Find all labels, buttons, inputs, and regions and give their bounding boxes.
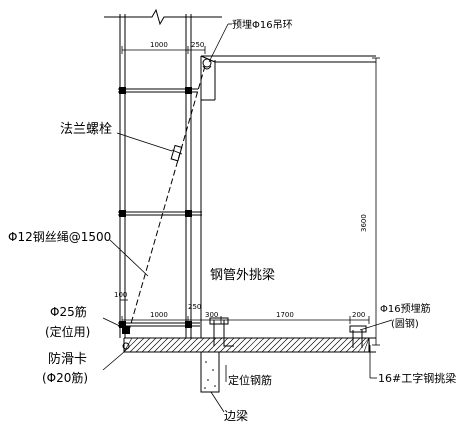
hatch-line [333, 337, 349, 353]
scaffold-outer-pole [119, 14, 126, 338]
dim-bottom-250: 250 [188, 303, 201, 311]
hatch-line [159, 337, 175, 353]
hatch-line [207, 337, 223, 353]
hatch-line [243, 337, 259, 353]
dim-bottom-1700: 1700 [276, 311, 294, 319]
dim-top-line [121, 46, 206, 54]
hatch-line [123, 337, 139, 353]
ledger-middle [118, 210, 202, 217]
hatch-line [321, 337, 337, 353]
hatch-line [231, 337, 247, 353]
hatch-line [147, 337, 163, 353]
hatch-line [279, 337, 295, 353]
hatch-line [285, 337, 301, 353]
dim-height-3600: 3600 [360, 214, 368, 232]
hatch-line [351, 337, 367, 353]
break-line [104, 8, 222, 26]
hatch-line [129, 337, 145, 353]
hatch-line [123, 337, 133, 353]
hatch-line [135, 337, 151, 353]
dim-bottom-line [121, 316, 370, 324]
label-embedded-rebar-note: (圆钢) [391, 317, 419, 330]
dim-left-100: 100 [114, 291, 127, 299]
hatch-line [195, 337, 211, 353]
locating-rebar-hook [209, 317, 234, 347]
label-beam-16: 16#工字钢挑梁 [378, 371, 456, 385]
hatch-line [177, 337, 193, 353]
leader-lines [102, 23, 393, 413]
label-cantilever-beam: 钢管外挑梁 [210, 268, 275, 283]
hatch-line [363, 337, 370, 353]
label-embedded-ring: 预埋Φ16吊环 [232, 19, 293, 31]
edge-beam [200, 351, 220, 393]
hatch-line [237, 337, 253, 353]
label-locating-rebar: 定位钢筋 [228, 373, 272, 387]
hatch-line [357, 337, 370, 353]
label-rebar-locating-note: (定位用) [45, 324, 90, 339]
anti-slip-clip [122, 326, 130, 350]
hatch-line [183, 337, 199, 353]
floor-slab [215, 337, 376, 353]
hatch-line [327, 337, 343, 353]
embedded-ring [202, 58, 212, 70]
ledger-top [118, 87, 198, 94]
hatch-line [141, 337, 157, 353]
hatch-line [249, 337, 265, 353]
building-column [200, 56, 216, 338]
dim-top-250: 250 [191, 41, 204, 49]
i-beam-hatch [123, 337, 371, 353]
label-anti-slip-note: (Φ20筋) [42, 370, 88, 385]
dim-bottom-200: 200 [352, 311, 365, 319]
label-flange-bolt: 法兰螺栓 [60, 122, 112, 137]
hatch-line [165, 337, 181, 353]
hatch-line [219, 337, 235, 353]
ledger-bottom [118, 321, 200, 328]
hatch-line [303, 337, 319, 353]
hatch-line [213, 337, 229, 353]
hatch-line [267, 337, 283, 353]
hatch-line [309, 337, 325, 353]
label-wire-rope: Φ12钢丝绳@1500 [8, 230, 111, 244]
label-edge-beam: 边梁 [224, 408, 248, 423]
hatch-line [273, 337, 289, 353]
hatch-line [153, 337, 169, 353]
dim-bottom-1000: 1000 [150, 311, 168, 319]
flange-bolt [170, 144, 183, 162]
hatch-line [297, 337, 313, 353]
hatch-line [315, 337, 331, 353]
edge-beam-speckle [204, 361, 216, 389]
hatch-line [261, 337, 277, 353]
hatch-line [189, 337, 205, 353]
wire-rope [127, 65, 206, 335]
cantilever-i-beam [123, 337, 371, 353]
scaffold-inner-pole [185, 14, 192, 338]
hatch-line [171, 337, 187, 353]
embedded-rebar-right [349, 325, 367, 348]
label-embedded-rebar: Φ16预埋筋 [380, 302, 431, 315]
hatch-line [225, 337, 241, 353]
label-anti-slip: 防滑卡 [48, 351, 87, 367]
hatch-line [339, 337, 355, 353]
hatch-line [291, 337, 307, 353]
upper-floor-slab [200, 55, 376, 63]
dim-top-1000: 1000 [150, 41, 168, 49]
dim-height-line [372, 57, 380, 346]
dim-bottom-300: 300 [205, 311, 218, 319]
hatch-line [255, 337, 271, 353]
label-rebar-locating: Φ25筋 [50, 304, 87, 319]
